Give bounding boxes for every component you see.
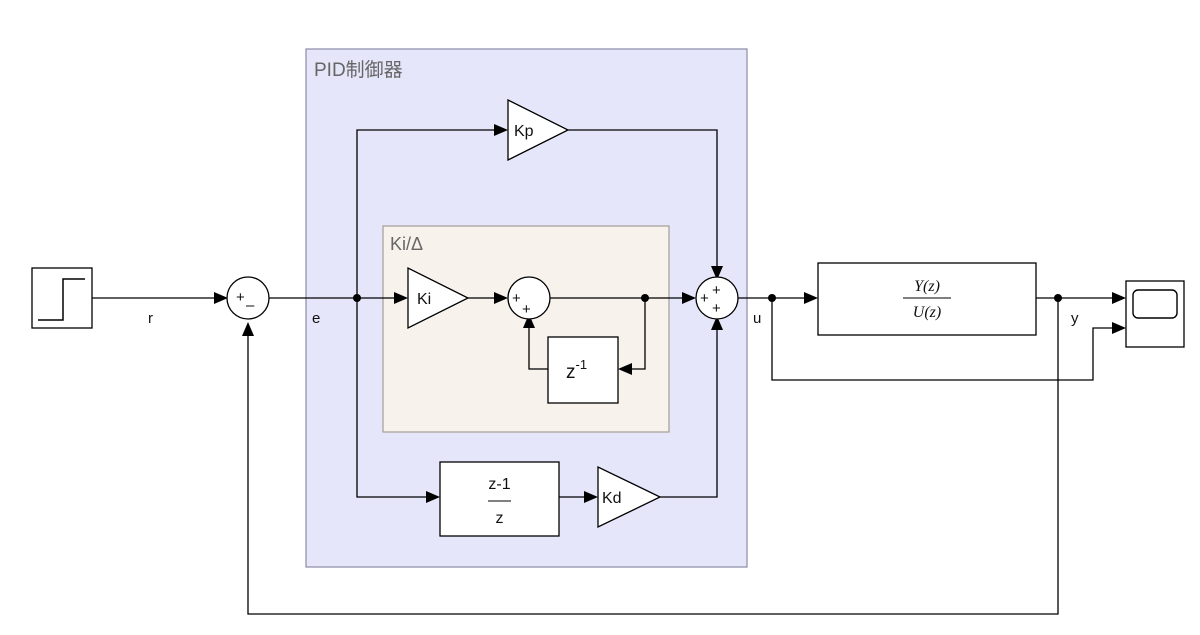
arrowhead <box>711 266 723 280</box>
kd-gain-block[interactable]: Kd <box>597 465 662 529</box>
signal-label-u: u <box>753 310 761 327</box>
wire-e-to-derivative[interactable] <box>356 298 430 498</box>
integrator-sum-plus-left: + <box>512 290 521 307</box>
arrowhead <box>804 292 818 304</box>
arrowhead <box>242 322 254 336</box>
arrowhead <box>682 292 696 304</box>
derivative-tf-denominator: z <box>496 510 504 527</box>
wire-kd-out[interactable] <box>660 327 718 498</box>
ki-gain-block[interactable]: Ki <box>407 266 470 330</box>
plant-tf-denominator: U(z) <box>913 304 941 321</box>
scope-block[interactable] <box>1125 280 1185 348</box>
signal-label-e: e <box>312 310 320 327</box>
arrowhead <box>494 124 508 136</box>
arrowhead <box>1112 292 1126 304</box>
unit-delay-label: z-1 <box>566 357 587 383</box>
integrator-subsystem[interactable] <box>382 225 670 433</box>
wire-delay-out[interactable] <box>528 324 548 370</box>
output-sum-block[interactable]: + + + <box>695 276 739 320</box>
arrowhead <box>494 292 508 304</box>
branch-point <box>1054 294 1062 302</box>
kp-gain-block[interactable]: Kp <box>507 98 570 162</box>
derivative-tf-block[interactable]: z-1 z <box>439 461 560 537</box>
arrowhead <box>618 363 632 375</box>
output-sum-plus-left: + <box>700 290 709 307</box>
arrowhead <box>711 316 723 330</box>
signal-label-y: y <box>1071 310 1079 327</box>
unit-delay-exponent: -1 <box>576 357 588 372</box>
branch-point <box>353 294 361 302</box>
derivative-tf-numerator: z-1 <box>488 476 510 493</box>
output-sum-plus-bottom: + <box>712 300 721 317</box>
branch-point <box>641 294 649 302</box>
wire-y-feedback[interactable] <box>247 298 1059 615</box>
wire-u-to-scope[interactable] <box>771 298 1116 381</box>
arrowhead <box>394 292 408 304</box>
wire-kp-out[interactable] <box>568 129 718 269</box>
error-sum-block[interactable]: + – <box>226 276 270 320</box>
signal-label-r: r <box>148 310 153 327</box>
step-icon <box>38 278 85 321</box>
arrowhead <box>426 491 440 503</box>
step-source-block[interactable] <box>31 267 93 329</box>
unit-delay-base: z <box>566 362 576 383</box>
unit-delay-block[interactable]: z-1 <box>547 336 619 404</box>
plant-tf-numerator: Y(z) <box>914 278 940 295</box>
arrowhead <box>214 292 228 304</box>
arrowhead <box>1112 322 1126 334</box>
arrowhead <box>523 314 535 328</box>
wire-delay-in[interactable] <box>630 298 646 370</box>
plant-tf-block[interactable]: Y(z) U(z) <box>817 262 1037 336</box>
wire-e-to-kp[interactable] <box>356 129 498 298</box>
integrator-sum-plus-bottom: + <box>522 301 531 318</box>
output-sum-plus-top: + <box>712 282 721 299</box>
pid-subsystem-title: PID制御器 <box>314 59 403 81</box>
ki-gain-label: Ki <box>417 291 431 308</box>
scope-screen-icon <box>1132 289 1178 319</box>
error-sum-plus: + <box>236 289 245 306</box>
branch-point <box>768 294 776 302</box>
kp-gain-label: Kp <box>514 123 534 140</box>
error-sum-minus: – <box>246 297 255 314</box>
integrator-subsystem-title: Ki/Δ <box>390 234 423 254</box>
arrowhead <box>584 491 598 503</box>
kd-gain-label: Kd <box>602 490 622 507</box>
integrator-sum-block[interactable]: + + <box>507 276 551 320</box>
